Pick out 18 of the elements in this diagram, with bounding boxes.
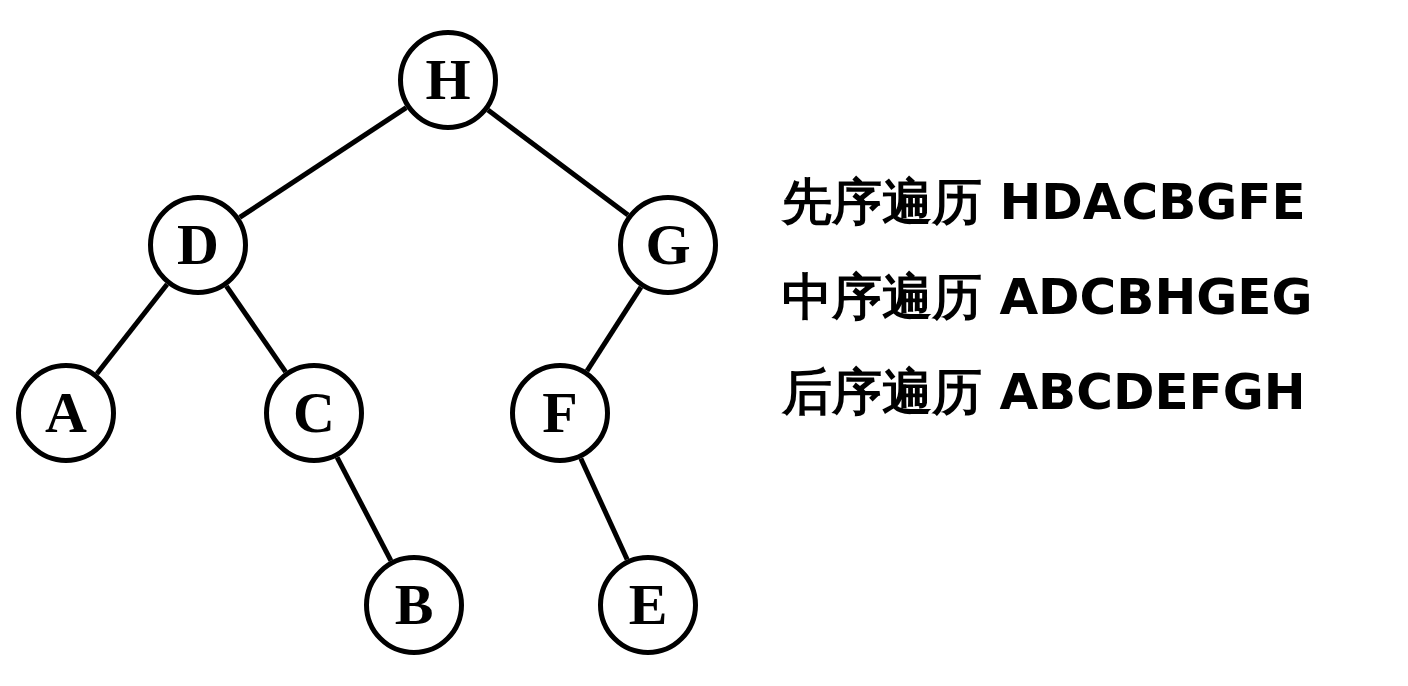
traversal-text: 先序遍历 HDACBGFE xyxy=(782,175,1306,230)
tree-node-circle: D xyxy=(148,195,248,295)
tree-node-circle: C xyxy=(264,363,364,463)
tree-node-circle: H xyxy=(398,30,498,130)
traversal-text: 后序遍历 ABCDEFGH xyxy=(782,365,1306,420)
traversal-text: 中序遍历 ADCBHGEG xyxy=(782,270,1313,325)
tree-node-circle: A xyxy=(16,363,116,463)
tree-edge xyxy=(578,457,630,561)
tree-edge xyxy=(224,284,288,374)
tree-node-circle: E xyxy=(598,555,698,655)
tree-edge xyxy=(94,282,170,376)
tree-edge xyxy=(584,285,644,373)
tree-edge xyxy=(238,105,408,220)
tree-edge xyxy=(334,456,394,562)
tree-node-circle: F xyxy=(510,363,610,463)
tree-node-circle: B xyxy=(364,555,464,655)
tree-node-circle: G xyxy=(618,195,718,295)
tree-edge xyxy=(486,108,630,217)
